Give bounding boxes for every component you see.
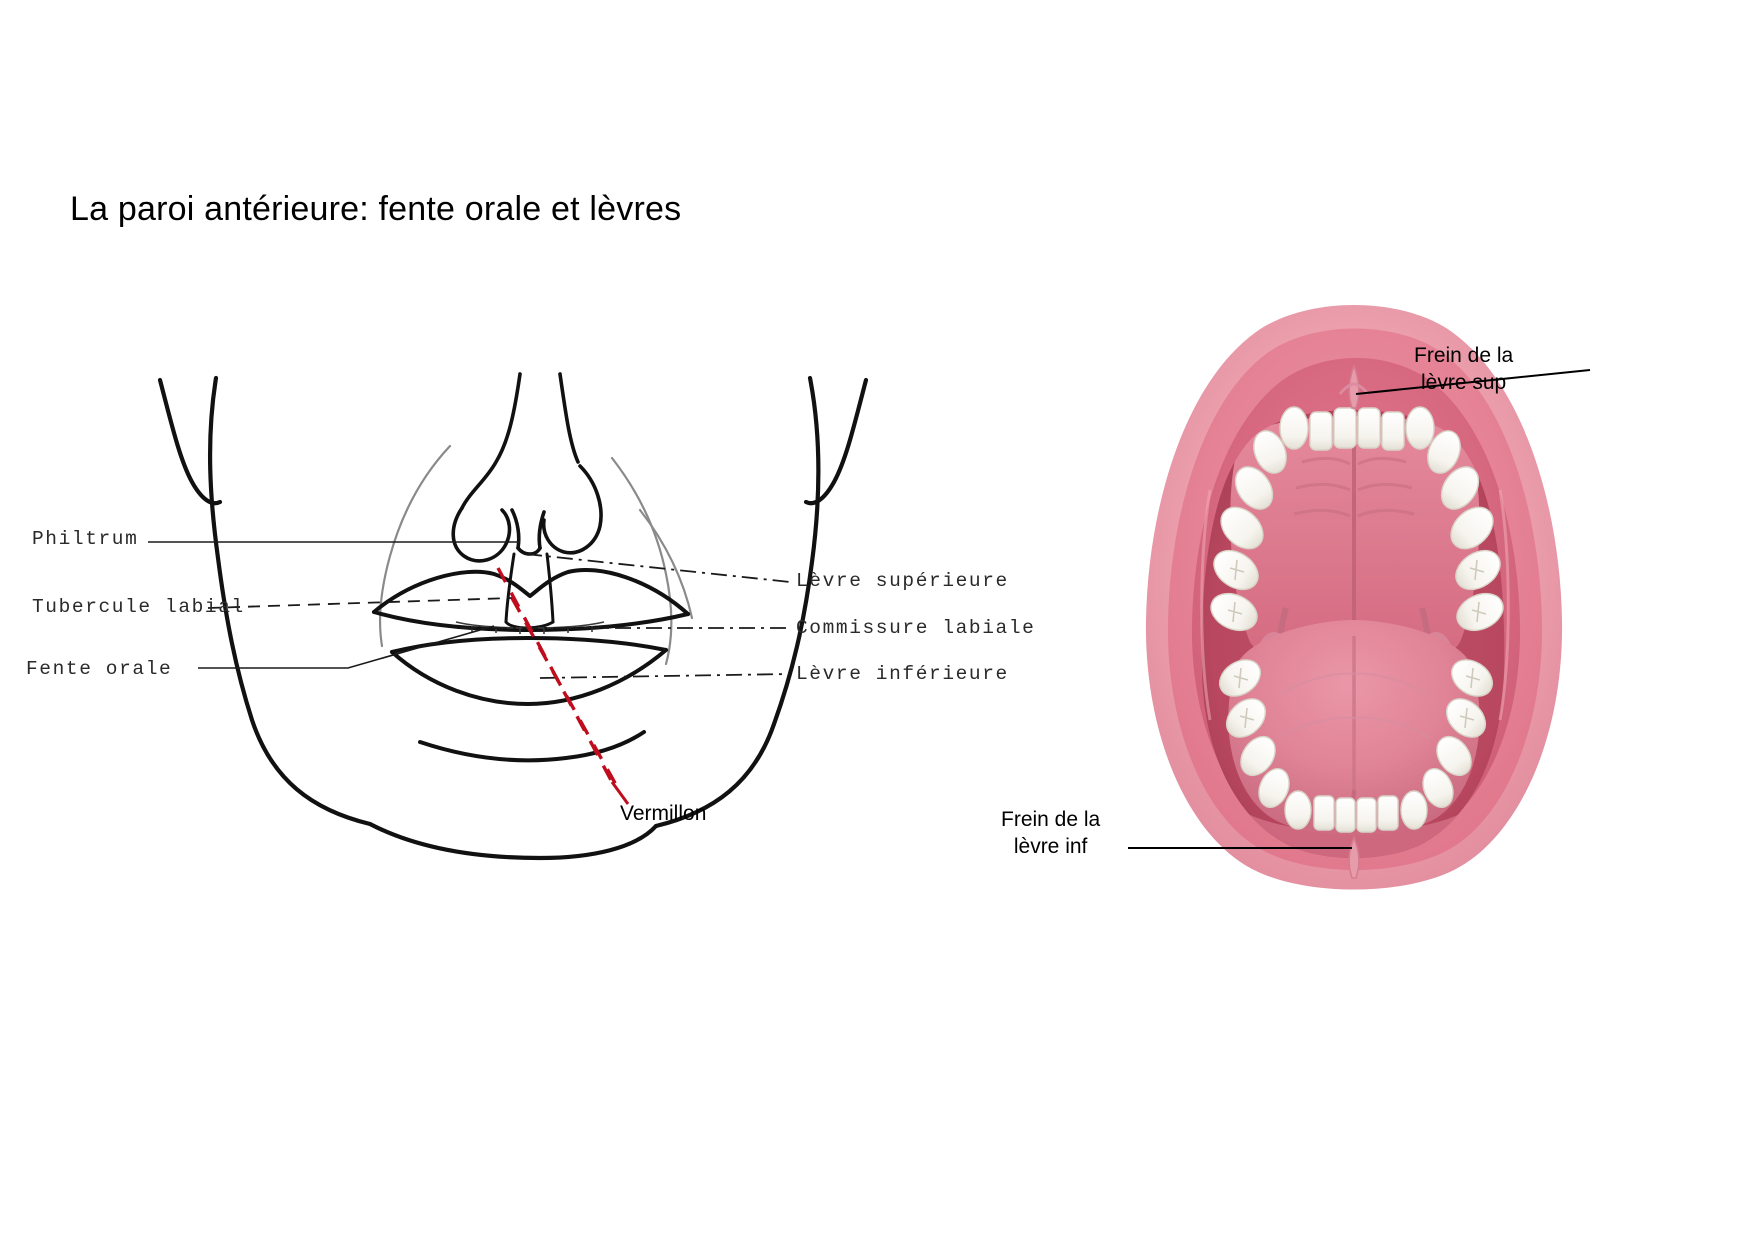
open-mouth-illustration	[1090, 290, 1740, 910]
label-frein-inf-line1: Frein de la	[1001, 808, 1101, 831]
label-frein-levre-inf: Frein de la lèvre inf	[1001, 806, 1100, 860]
leader-lines-right	[460, 553, 791, 679]
label-tubercule-labial: Tubercule labial	[32, 596, 245, 618]
teeth-lower-arch	[1218, 659, 1494, 833]
label-levre-inferieure: Lèvre inférieure	[796, 663, 1009, 685]
label-commissure-labiale: Commissure labiale	[796, 617, 1036, 639]
philtrum-paths	[504, 552, 555, 630]
leader-frein-sup	[1355, 369, 1591, 395]
frenulum-upper-lip	[1338, 363, 1370, 409]
teeth-upper-arch	[1210, 406, 1504, 632]
gingiva-highlights	[1200, 489, 1510, 721]
leader-levre-inf	[539, 673, 791, 679]
tongue-surface-detail	[1277, 672, 1431, 740]
nose-paths	[451, 372, 603, 563]
leader-fente-orale	[198, 625, 495, 669]
mouth-leader-lines	[1128, 369, 1591, 849]
palatal-rugae	[1293, 456, 1415, 518]
face-line-drawing	[20, 330, 1060, 930]
label-frein-levre-sup: Frein de la lèvre sup	[1414, 342, 1513, 396]
label-philtrum: Philtrum	[32, 528, 139, 550]
face-outline-paths	[157, 375, 869, 861]
label-frein-sup-line1: Frein de la	[1414, 344, 1514, 367]
label-frein-inf-line2: lèvre inf	[1013, 835, 1088, 858]
soft-fold-paths	[378, 444, 694, 666]
leader-levre-sup	[525, 553, 791, 583]
vermillon-leader	[610, 781, 630, 805]
label-vermillon: Vermillon	[620, 802, 707, 825]
leader-tubercule	[207, 597, 513, 609]
label-frein-sup-line2: lèvre sup	[1421, 371, 1507, 394]
page-title: La paroi antérieure: fente orale et lèvr…	[70, 190, 682, 228]
lips-paths	[372, 567, 690, 763]
leader-lines-left	[148, 541, 520, 669]
label-fente-orale: Fente orale	[26, 658, 173, 680]
label-levre-superieure: Lèvre supérieure	[796, 570, 1009, 592]
vermillon-markers	[496, 567, 622, 793]
